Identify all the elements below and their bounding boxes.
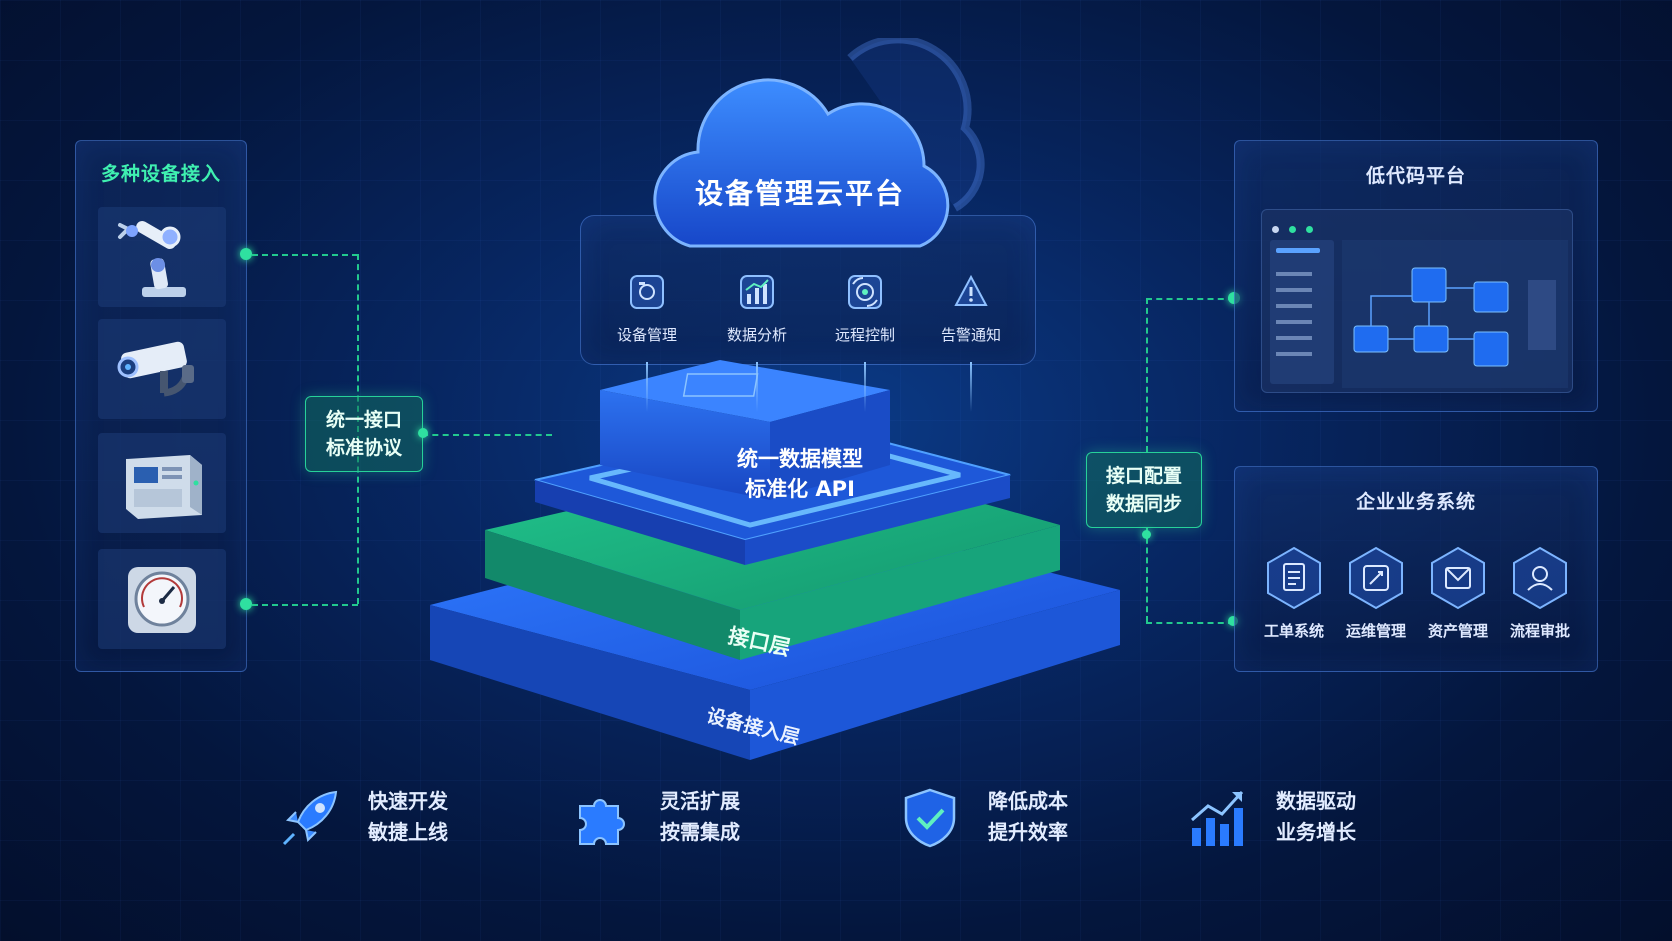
feature-remote-control[interactable]: 远程控制	[820, 272, 910, 352]
biz-label: 流程审批	[1509, 622, 1570, 640]
low-code-window[interactable]	[1261, 209, 1573, 393]
feature-label: 告警通知	[940, 326, 1001, 344]
benefit-line-1: 降低成本	[988, 789, 1068, 813]
feature-connector-2	[756, 362, 758, 412]
benefit-text: 快速开发 敏捷上线	[368, 786, 448, 848]
low-code-panel: 低代码平台	[1234, 140, 1598, 412]
flow-diagram	[1342, 240, 1568, 388]
shield-check-icon	[904, 788, 956, 848]
cloud-title: 设备管理云平台	[694, 177, 905, 210]
device-access-title: 多种设备接入	[100, 163, 221, 185]
cloud-shape	[653, 38, 985, 248]
low-code-title: 低代码平台	[1365, 165, 1466, 187]
right-connector-vertical-bottom	[1146, 528, 1148, 622]
gauge-tile[interactable]	[98, 549, 226, 649]
tag-line-1: 接口配置	[1105, 465, 1182, 487]
connector-line-top	[252, 254, 358, 256]
benefit-flexible-extension: 灵活扩展 按需集成	[572, 782, 772, 862]
benefit-line-2: 敏捷上线	[368, 820, 448, 844]
connector-dot-1	[240, 248, 252, 260]
work-order-icon	[1267, 546, 1321, 610]
benefit-line-1: 快速开发	[368, 789, 448, 813]
stack-top-label: 统一数据模型 标准化 API	[700, 444, 900, 504]
interface-config-tag: 接口配置 数据同步	[1086, 452, 1202, 528]
robot-arm-tile[interactable]	[98, 207, 226, 307]
connector-line-to-stack	[422, 434, 552, 436]
connector-dot-2	[240, 598, 252, 610]
feature-connector-3	[864, 362, 866, 412]
benefit-fast-development: 快速开发 敏捷上线	[278, 782, 478, 862]
enterprise-panel: 企业业务系统	[1234, 466, 1598, 672]
right-connector-vertical-top	[1146, 298, 1148, 452]
tag-line-2: 数据同步	[1105, 493, 1182, 515]
feature-label: 数据分析	[726, 326, 787, 344]
platform-stack	[430, 360, 1120, 760]
biz-asset[interactable]: 资产管理	[1413, 546, 1503, 646]
feature-device-management[interactable]: 设备管理	[602, 272, 692, 352]
asset-icon	[1431, 546, 1485, 610]
unified-interface-tag: 统一接口 标准协议	[305, 396, 423, 472]
right-tag-dot	[1142, 530, 1151, 539]
stack-top-line-1: 统一数据模型	[737, 447, 863, 471]
window-sidebar	[1270, 240, 1334, 384]
feature-connector-4	[970, 362, 972, 412]
window-controls	[1272, 218, 1314, 237]
rocket-icon	[282, 790, 338, 846]
tag-line-1: 统一接口	[325, 409, 402, 431]
benefit-line-2: 提升效率	[988, 820, 1068, 844]
biz-label: 运维管理	[1345, 622, 1406, 640]
tag-line-2: 标准协议	[325, 437, 402, 459]
approval-icon	[1513, 546, 1567, 610]
remote-control-icon	[848, 275, 882, 309]
feature-connector-1	[646, 362, 648, 412]
feature-label: 设备管理	[616, 326, 677, 344]
growth-chart-icon	[1191, 790, 1244, 846]
enterprise-title: 企业业务系统	[1355, 491, 1476, 513]
operations-icon	[1349, 546, 1403, 610]
right-dot-bottom	[1228, 616, 1238, 626]
connector-line-bottom	[252, 604, 358, 606]
device-scan-icon	[630, 275, 664, 309]
device-access-panel: 多种设备接入	[75, 140, 247, 672]
controller-box-icon	[126, 455, 202, 519]
biz-operations[interactable]: 运维管理	[1331, 546, 1421, 646]
robot-arm-icon	[118, 221, 186, 297]
benefit-text: 降低成本 提升效率	[988, 786, 1068, 848]
benefit-data-driven: 数据驱动 业务增长	[1188, 782, 1388, 862]
biz-work-order[interactable]: 工单系统	[1249, 546, 1339, 646]
feature-data-analysis[interactable]: 数据分析	[712, 272, 802, 352]
biz-approval[interactable]: 流程审批	[1495, 546, 1585, 646]
benefit-text: 灵活扩展 按需集成	[660, 786, 740, 848]
biz-label: 工单系统	[1263, 622, 1324, 640]
benefit-cost-reduction: 降低成本 提升效率	[900, 782, 1100, 862]
puzzle-icon	[579, 799, 625, 845]
tag-dot	[418, 428, 428, 438]
feature-label: 远程控制	[834, 326, 895, 344]
benefit-text: 数据驱动 业务增长	[1276, 786, 1356, 848]
controller-box-tile[interactable]	[98, 433, 226, 533]
camera-icon	[117, 341, 194, 397]
gauge-icon	[128, 567, 196, 633]
benefit-line-1: 灵活扩展	[660, 789, 740, 813]
right-connector-top	[1146, 298, 1234, 300]
benefit-line-2: 业务增长	[1276, 820, 1356, 844]
benefit-line-2: 按需集成	[660, 820, 740, 844]
bell-icon	[954, 274, 988, 306]
feature-alert-notification[interactable]: 告警通知	[926, 272, 1016, 352]
stack-top-line-2: 标准化 API	[745, 477, 855, 501]
bar-chart-icon	[740, 275, 774, 309]
camera-tile[interactable]	[98, 319, 226, 419]
right-connector-bottom	[1146, 622, 1234, 624]
benefit-line-1: 数据驱动	[1276, 789, 1356, 813]
biz-label: 资产管理	[1427, 622, 1488, 640]
